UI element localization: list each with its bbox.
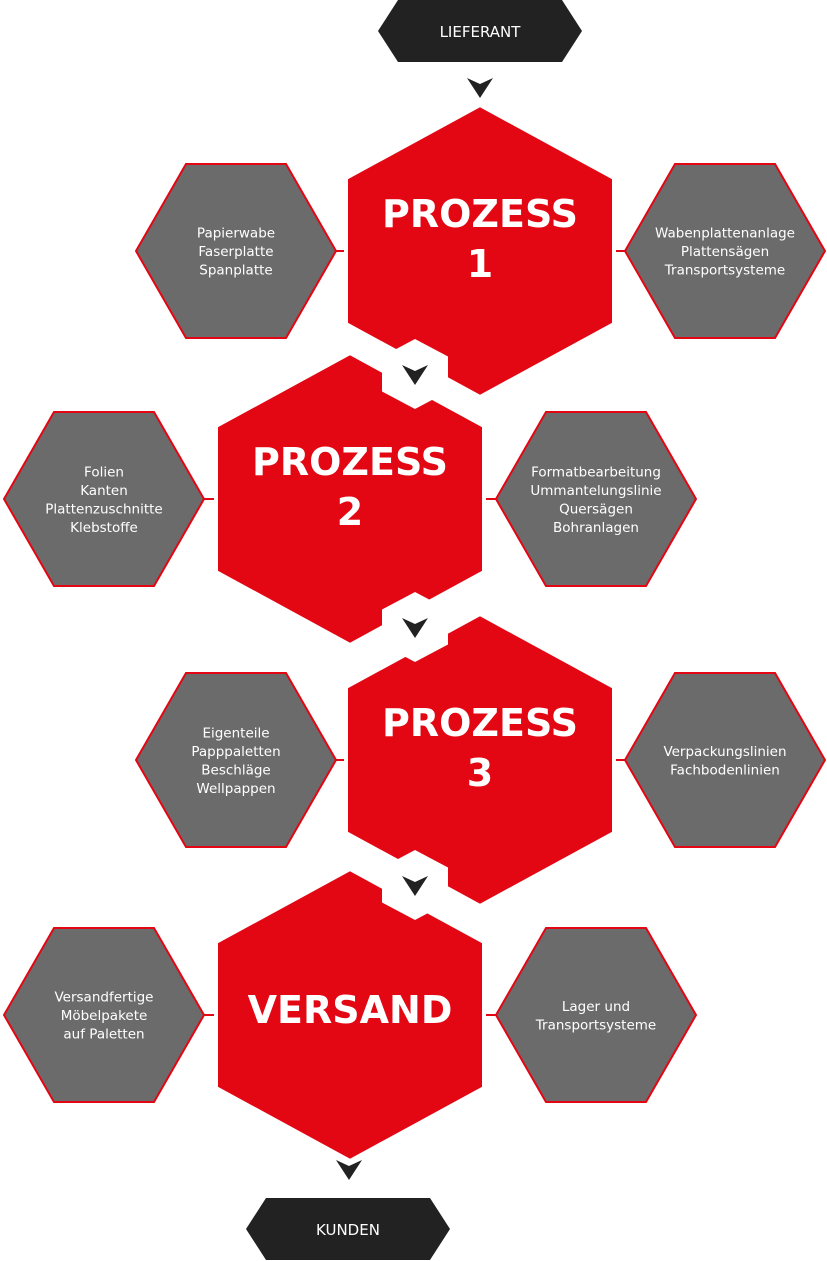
start-terminal: LIEFERANT [378,0,582,62]
process-hexagon: PROZESS 3 [344,611,616,909]
input-item-line: Papierwabe [197,226,275,242]
input-item-line: Kanten [80,483,128,499]
equipment-hexagon: WabenplattenanlagePlattensägenTransports… [623,163,827,339]
end-terminal-label: KUNDEN [316,1221,380,1239]
process-title: PROZESS [382,192,578,236]
equipment-item-line: Transportsysteme [535,1017,656,1033]
process-hexagon-shape [214,866,486,1164]
equipment-hexagon-shape [494,927,698,1103]
process-title: PROZESS [252,440,448,484]
chevron-down-icon [402,365,428,385]
input-item-line: auf Paletten [63,1027,144,1043]
input-hexagon-shape [134,163,338,339]
process-number: 3 [467,751,493,795]
process-title: VERSAND [248,988,453,1032]
input-hexagon-shape [2,927,206,1103]
chevron-down-icon [467,78,493,98]
process-hexagon-shape [344,102,616,400]
flow-arrow [382,592,448,662]
equipment-item-line: Plattensägen [681,244,769,260]
equipment-item-line: Ummantelungslinie [530,483,661,499]
equipment-item-line: Bohranlagen [553,520,639,536]
equipment-hexagon: FormatbearbeitungUmmantelungslinieQuersä… [494,411,698,587]
equipment-item-line: Wabenplattenanlage [655,226,795,242]
process-hexagon: PROZESS 2 [214,350,486,648]
start-terminal-label: LIEFERANT [440,23,522,41]
end-terminal-shape [246,1198,450,1260]
equipment-hexagon-shape [623,163,827,339]
process-title: PROZESS [382,701,578,745]
input-item-line: Plattenzuschnitte [45,501,162,517]
input-hexagon-shape [134,672,338,848]
equipment-item-line: Formatbearbeitung [531,464,661,480]
start-terminal-shape [378,0,582,62]
process-hexagon-shape [344,611,616,909]
equipment-item-line: Lager und [562,999,630,1015]
input-item-line: Papppaletten [191,744,280,760]
terminals: LIEFERANT KUNDEN [246,0,582,1260]
input-item-line: Möbelpakete [61,1008,148,1024]
flow-arrows [336,78,493,1180]
end-terminal: KUNDEN [246,1198,450,1260]
equipment-hexagon-shape [494,411,698,587]
input-hexagon-shape [2,411,206,587]
input-item-line: Wellpappen [196,781,275,797]
equipment-item-line: Quersägen [559,501,633,517]
process-hexagon: PROZESS 1 [344,102,616,400]
input-item-line: Folien [84,464,124,480]
process-hexagon: VERSAND [214,866,486,1164]
chevron-down-icon [402,876,428,896]
input-item-line: Beschläge [201,762,270,778]
process-hexagon-shape [214,350,486,648]
chevron-down-icon [402,618,428,638]
process-number: 1 [467,242,493,286]
input-item-line: Klebstoffe [70,520,138,536]
equipment-item-line: Transportsysteme [664,263,785,279]
process-number: 2 [337,490,363,534]
input-item-line: Spanplatte [199,263,272,279]
flow-arrow [382,339,448,409]
chevron-down-icon [336,1160,362,1180]
equipment-item-line: Verpackungslinien [663,744,786,760]
flow-arrow [382,850,448,920]
input-item-line: Versandfertige [54,990,153,1006]
input-item-line: Eigenteile [202,725,269,741]
input-hexagon: EigenteilePapppalettenBeschlägeWellpappe… [134,672,338,848]
equipment-item-line: Fachbodenlinien [670,762,780,778]
equipment-hexagon-shape [623,672,827,848]
input-item-line: Faserplatte [198,244,273,260]
